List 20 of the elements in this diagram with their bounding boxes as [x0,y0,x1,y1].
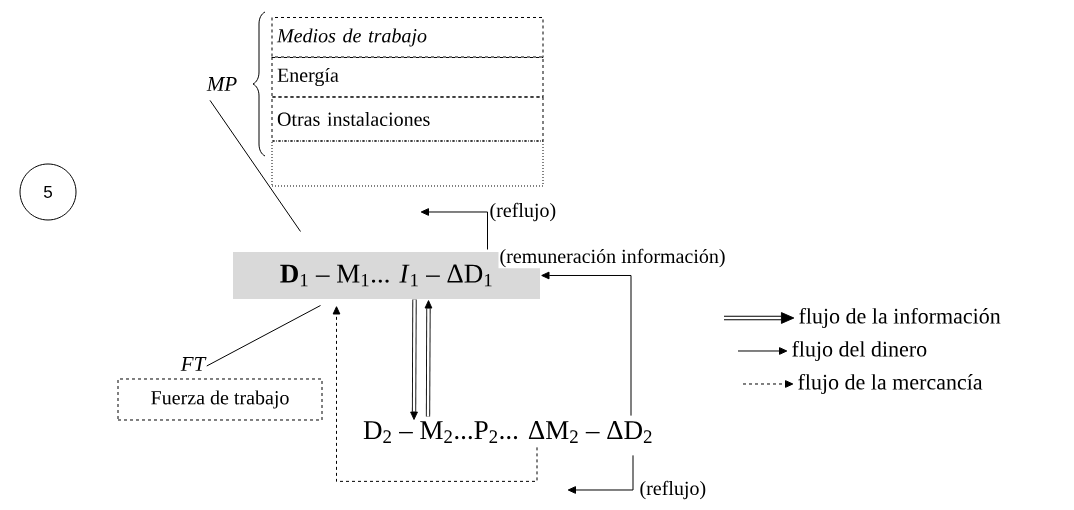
legend-label: flujo de la información [799,307,1001,329]
legend-label: flujo de la mercancía [798,373,983,395]
arrow [541,271,632,417]
arrow [420,208,488,250]
list-row: Medios de trabajo [271,17,544,58]
labour-box: Fuerza de trabajo [117,378,323,421]
part-label: FT [180,357,207,371]
edge-label: (reflujo) [638,479,708,501]
legend-label: flujo del dinero [792,340,927,362]
arrow [410,299,418,420]
list-row: Otras instalaciones [271,96,544,142]
list-row: Energía [271,56,544,98]
formula-text: D$_{2}$ – M$_{2}$...P$_{2}$... ΔM$_{2}$ – ΔD$_{2}$ [363,421,652,443]
arrow [332,306,538,482]
empty-row [271,140,544,187]
part-label: MP [206,77,237,91]
arrow [424,300,433,417]
edge-label: (reflujo) [488,201,558,223]
arrow [567,454,634,494]
edge-label: (remuneración información) [498,247,727,269]
